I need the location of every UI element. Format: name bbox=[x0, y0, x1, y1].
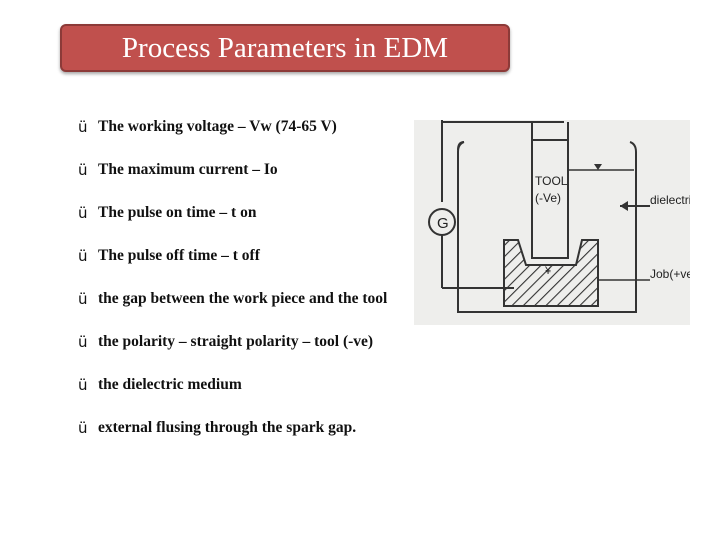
list-item: ü external flusing through the spark gap. bbox=[78, 419, 387, 462]
slide-title: Process Parameters in EDM bbox=[121, 31, 449, 64]
list-item: ü The maximum current – Io bbox=[78, 161, 387, 204]
list-item-text: The pulse off time – t off bbox=[98, 247, 260, 264]
list-item-text: the dielectric medium bbox=[98, 376, 242, 393]
spark-gap-mark: ¥ bbox=[544, 265, 552, 277]
check-icon: ü bbox=[78, 118, 88, 136]
list-item-text: external flusing through the spark gap. bbox=[98, 419, 357, 436]
list-item: ü The working voltage – Vw (74-65 V) bbox=[78, 118, 387, 161]
list-item-text: the polarity – straight polarity – tool … bbox=[98, 333, 374, 350]
tool-label-line1: TOOL bbox=[535, 174, 568, 188]
generator-label: G bbox=[437, 215, 449, 232]
check-icon: ü bbox=[78, 376, 88, 394]
check-icon: ü bbox=[78, 333, 88, 351]
list-item: ü the gap between the work piece and the … bbox=[78, 290, 387, 333]
edm-diagram: G TOOL (-Ve) dielectric ¥ Job(+ve) bbox=[414, 120, 690, 325]
list-item: ü The pulse off time – t off bbox=[78, 247, 387, 290]
level-marker-icon bbox=[594, 164, 602, 170]
job-label: Job(+ve) bbox=[650, 267, 690, 281]
list-item-text: the gap between the work piece and the t… bbox=[98, 290, 388, 307]
list-item-text: The pulse on time – t on bbox=[98, 204, 257, 221]
check-icon: ü bbox=[78, 290, 88, 308]
arrow-head-icon bbox=[620, 201, 628, 211]
list-item: ü The pulse on time – t on bbox=[78, 204, 387, 247]
list-item-text: The working voltage – Vw (74-65 V) bbox=[98, 118, 337, 135]
workpiece bbox=[503, 239, 599, 307]
tool-electrode bbox=[531, 139, 569, 259]
list-item: ü the polarity – straight polarity – tool… bbox=[78, 333, 387, 376]
dielectric-tank bbox=[457, 141, 637, 313]
title-banner: Process Parameters in EDM bbox=[60, 24, 510, 72]
list-item-text: The maximum current – Io bbox=[98, 161, 278, 178]
tool-label-line2: (-Ve) bbox=[535, 191, 561, 205]
check-icon: ü bbox=[78, 247, 88, 265]
check-icon: ü bbox=[78, 204, 88, 222]
list-item: ü the dielectric medium bbox=[78, 376, 387, 419]
check-icon: ü bbox=[78, 419, 88, 437]
check-icon: ü bbox=[78, 161, 88, 179]
dielectric-label: dielectric bbox=[650, 193, 690, 207]
